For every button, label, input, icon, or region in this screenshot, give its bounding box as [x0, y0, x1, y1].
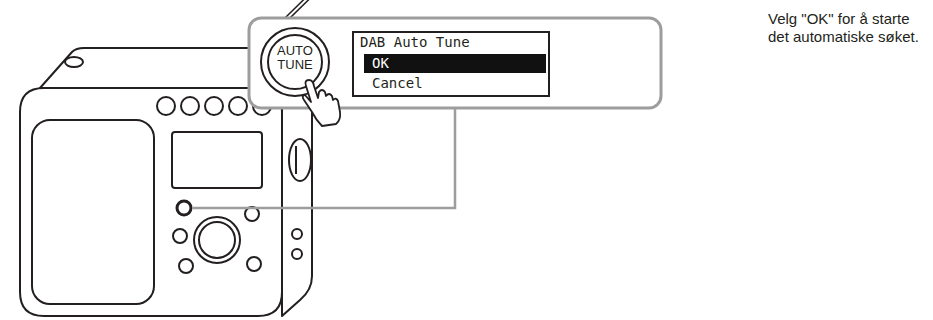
node-text: AUTO TUNE: [273, 44, 317, 72]
node-text: Cancel: [372, 75, 423, 92]
instruction-text: Velg "OK" for å starte det automatiske s…: [768, 10, 926, 46]
radio-display: [172, 132, 262, 188]
node-text: OK: [372, 55, 389, 72]
tuning-knob-inner: [199, 222, 235, 258]
auto-tune-button: [177, 201, 191, 215]
button-circle: AUTO TUNE: [267, 34, 323, 90]
node-text: DAB Auto Tune: [360, 34, 470, 51]
tuning-knob: [194, 217, 240, 263]
small-button: [179, 259, 193, 273]
small-button: [247, 257, 261, 271]
preset-button: [157, 97, 175, 115]
callout-panel: [249, 18, 661, 108]
selection-bar: OK: [364, 54, 546, 73]
volume-knob-ridge: [295, 146, 297, 174]
preset-button: [181, 97, 199, 115]
lcd-screen: DAB Auto TuneCancel OK: [352, 31, 550, 97]
preset-button: [229, 97, 247, 115]
pointing-hand: [303, 80, 340, 126]
speaker-panel: [32, 120, 154, 304]
preset-button: [205, 97, 223, 115]
volume-knob: [289, 139, 311, 181]
jack: [292, 229, 302, 239]
power-button: [65, 57, 83, 67]
leader-line: [193, 109, 455, 208]
radio-front-face: [20, 88, 282, 316]
small-button: [173, 229, 187, 243]
jack: [292, 249, 302, 259]
button-ring: [261, 28, 329, 96]
